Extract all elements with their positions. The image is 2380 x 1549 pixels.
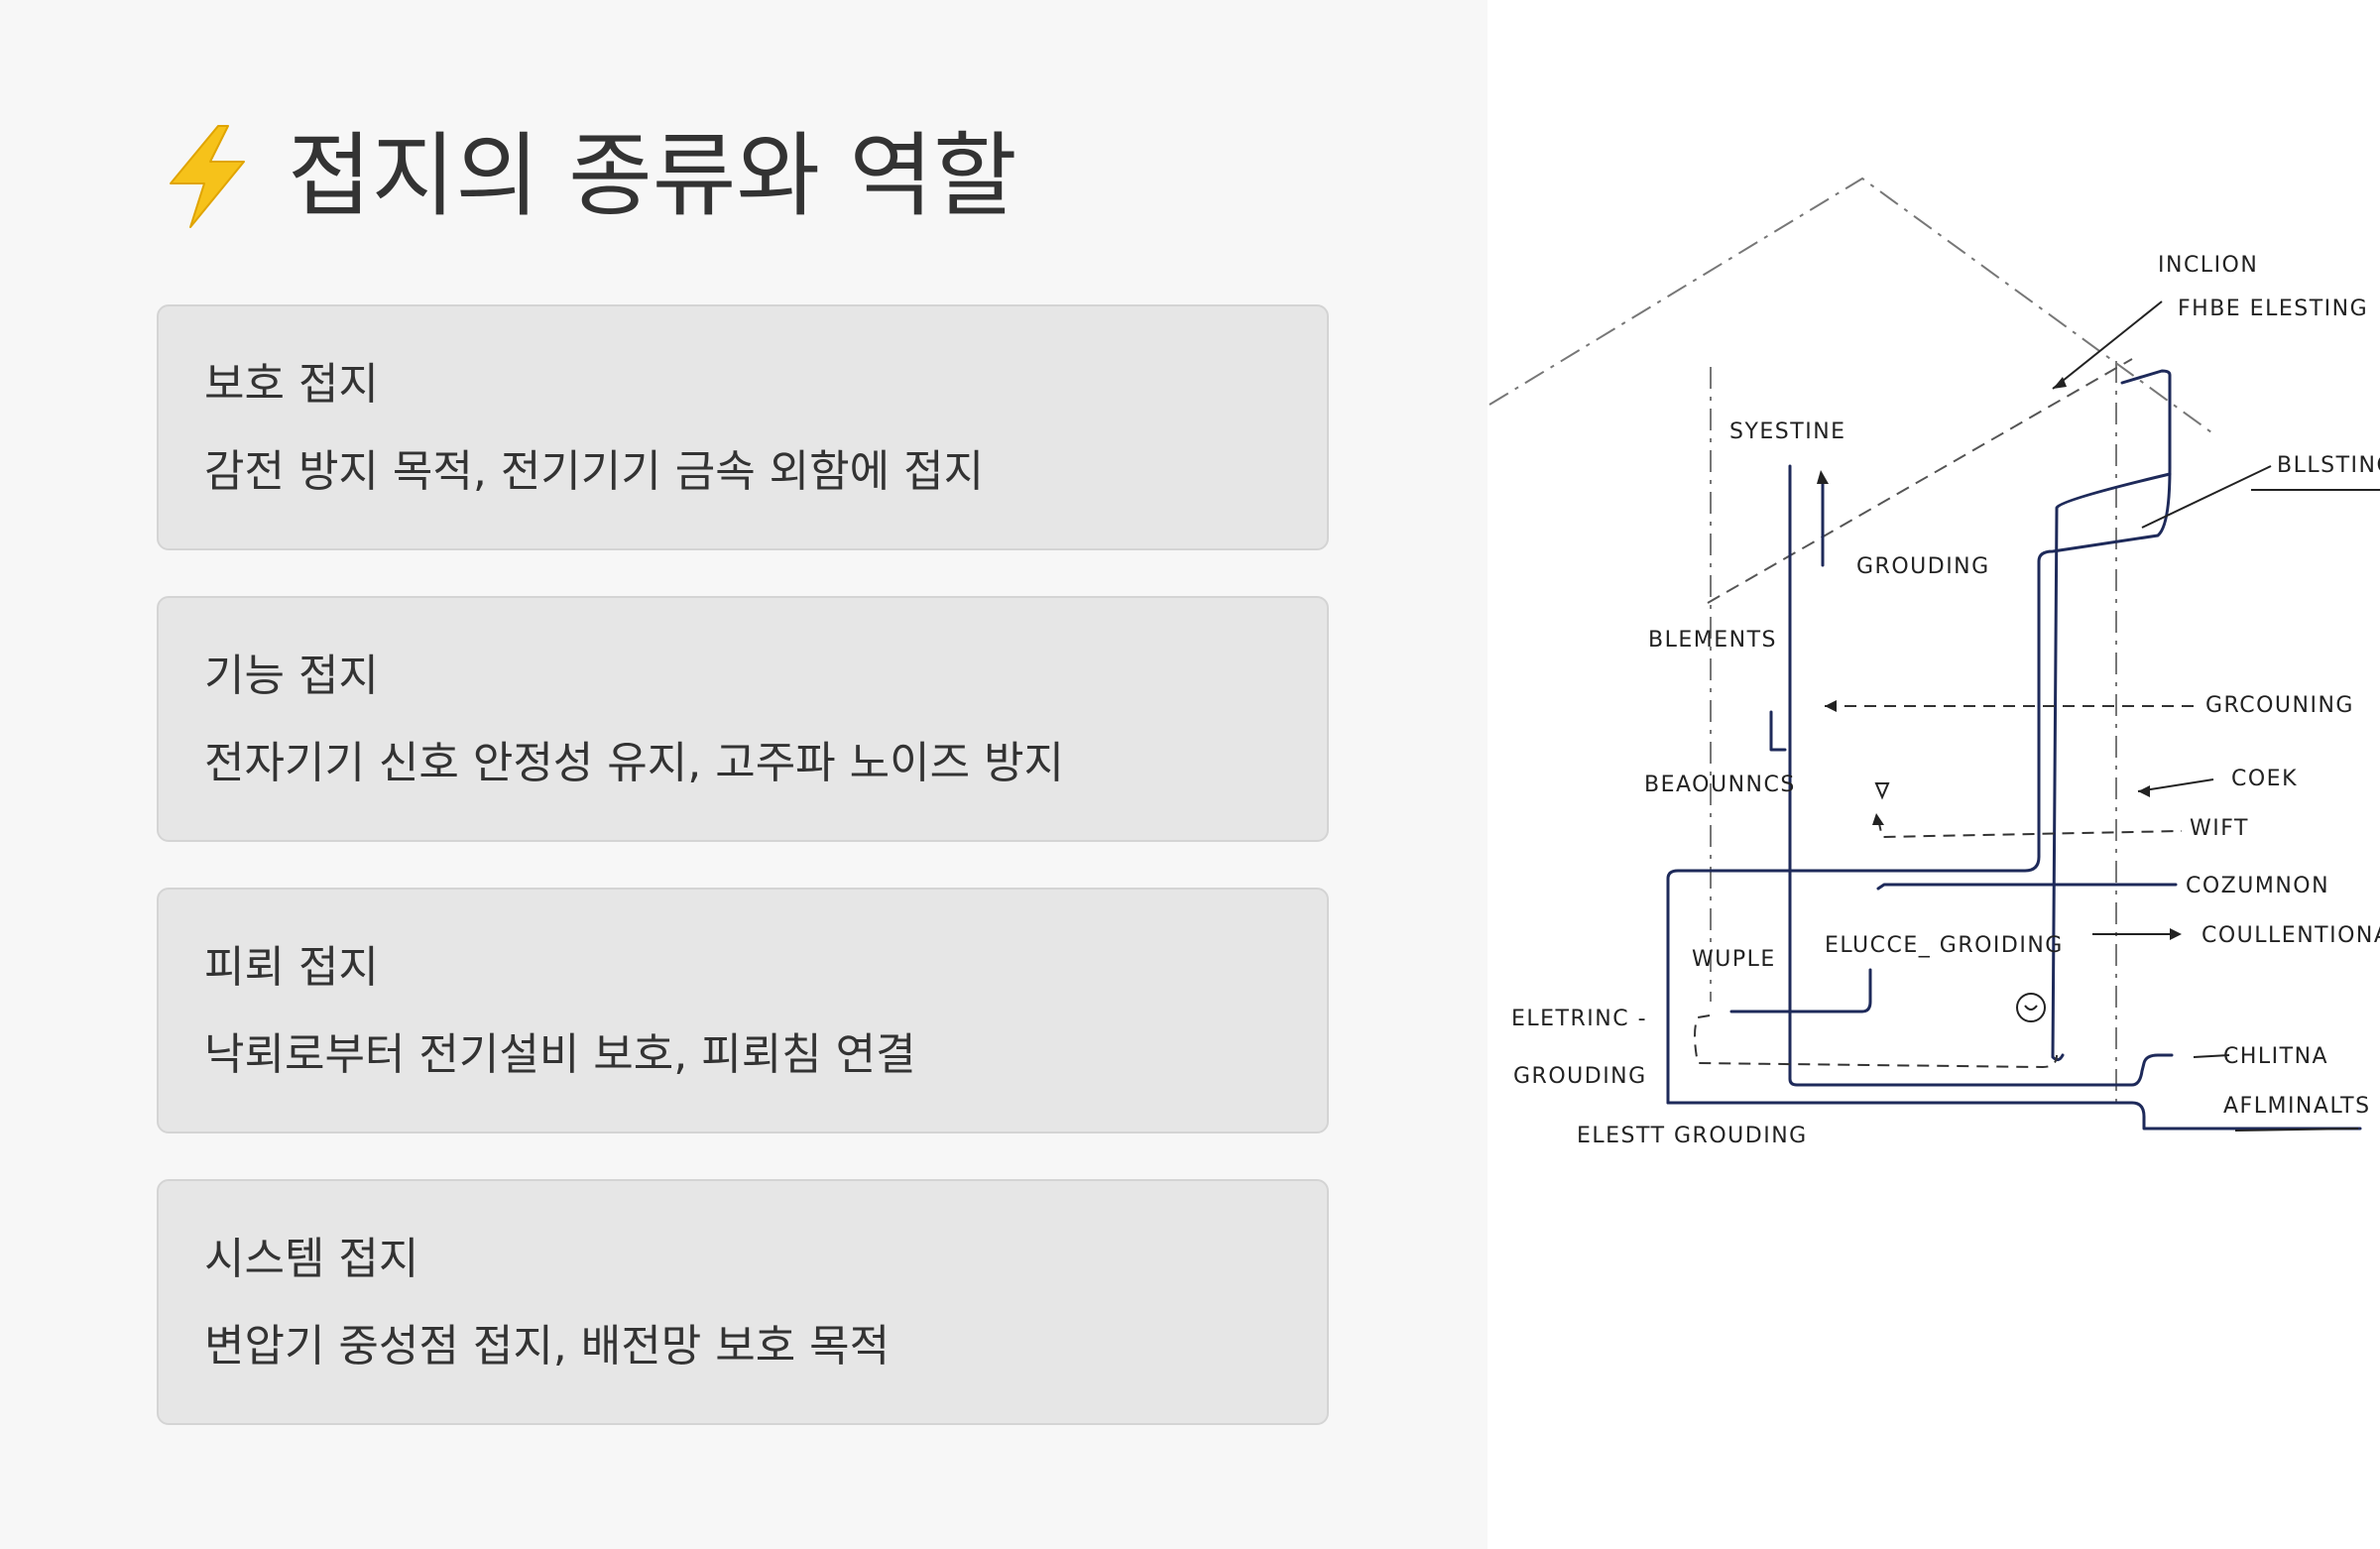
label-elucce-groiding: ELUCCE_ GROIDING: [1825, 933, 2064, 958]
outlet-glyph: [2024, 1005, 2038, 1011]
lightning-bolt-icon: [170, 125, 245, 228]
label-wuple: WUPLE: [1692, 947, 1776, 972]
leader-arrows: [2052, 300, 2380, 1132]
label-bllsting: BLLSTING: [2277, 453, 2380, 478]
symbols: [1874, 782, 2046, 1022]
content-panel: 접지의 종류와 역할 보호 접지 감전 방지 목적, 전기기기 금속 외함에 접…: [157, 117, 1329, 1425]
label-inclion: INCLION: [2158, 253, 2258, 278]
grounding-wire: [1666, 369, 2362, 1131]
label-chlitna: CHLITNA: [2223, 1044, 2328, 1069]
label-coullentional: COULLENTIONAL: [2202, 923, 2380, 948]
diagram-panel: INCLION FHBE ELESTING BLLSTING SYESTINE …: [1488, 0, 2380, 1549]
card-functional-grounding: 기능 접지 전자기기 신호 안정성 유지, 고주파 노이즈 방지: [157, 596, 1329, 842]
card-description: 낙뢰로부터 전기설비 보호, 피뢰침 연결: [204, 1029, 916, 1080]
label-coek: COEK: [2231, 767, 2298, 791]
card-title: 보호 접지: [204, 359, 379, 410]
card-description: 전자기기 신호 안정성 유지, 고주파 노이즈 방지: [204, 738, 1065, 788]
card-system-grounding: 시스템 접지 변압기 중성점 접지, 배전망 보호 목적: [157, 1179, 1329, 1425]
label-beaounncs: BEAOUNNCS: [1644, 773, 1796, 797]
label-blements: BLEMENTS: [1648, 628, 1777, 653]
page-title: 접지의 종류와 역할: [161, 117, 1017, 236]
page-title-text: 접지의 종류와 역할: [288, 123, 1017, 229]
card-description: 감전 방지 목적, 전기기기 금속 외함에 접지: [204, 446, 985, 497]
label-wift: WIFT: [2190, 816, 2249, 841]
label-aflminalts: AFLMINALTS: [2223, 1094, 2371, 1119]
card-title: 시스템 접지: [204, 1234, 419, 1284]
diagram-labels: INCLION FHBE ELESTING BLLSTING SYESTINE …: [1511, 253, 2380, 1148]
label-elestt-grouding: ELESTT GROUDING: [1577, 1124, 1808, 1148]
card-lightning-grounding: 피뢰 접지 낙뢰로부터 전기설비 보호, 피뢰침 연결: [157, 888, 1329, 1133]
label-fhbe-elesting: FHBE ELESTING: [2178, 297, 2368, 321]
label-syestine: SYESTINE: [1729, 419, 1846, 444]
house-outline: [1488, 177, 2212, 1106]
card-protective-grounding: 보호 접지 감전 방지 목적, 전기기기 금속 외함에 접지: [157, 304, 1329, 550]
attic-line: [1707, 358, 2133, 604]
light-fixture-icon: [1874, 782, 1890, 800]
label-cozumnon: COZUMNON: [2186, 874, 2329, 898]
outlet-icon: [2016, 993, 2046, 1022]
card-title: 피뢰 접지: [204, 942, 379, 993]
label-grouding-left: GROUDING: [1513, 1064, 1647, 1089]
house-grounding-sketch: INCLION FHBE ELESTING BLLSTING SYESTINE …: [1488, 177, 2380, 1148]
card-description: 변압기 중성점 접지, 배전망 보호 목적: [204, 1321, 891, 1371]
label-grouding: GROUDING: [1856, 554, 1990, 579]
arrow-heads: [1817, 377, 2182, 940]
label-grcouning: GRCOUNING: [2205, 693, 2354, 718]
card-title: 기능 접지: [204, 651, 379, 701]
label-eletrinc: ELETRINC -: [1511, 1007, 1647, 1031]
